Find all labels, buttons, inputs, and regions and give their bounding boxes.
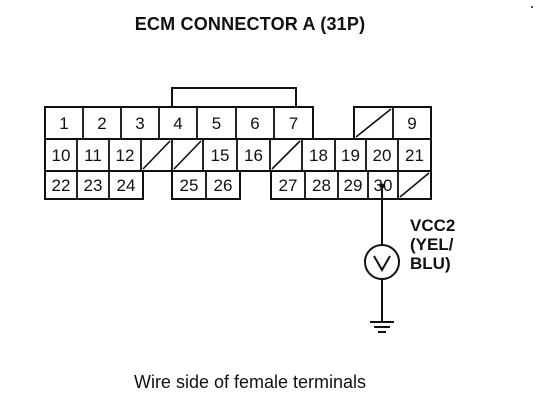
terminal-number: 11	[84, 146, 102, 165]
terminal-number: 2	[97, 114, 106, 133]
corner-mark	[531, 6, 533, 8]
terminal-number: 18	[309, 146, 328, 165]
diagram-title: ECM CONNECTOR A (31P)	[134, 14, 366, 34]
terminal-number: 28	[312, 176, 331, 195]
probe-label-line-2: (YEL/	[410, 235, 454, 254]
terminal-number: 20	[373, 146, 392, 165]
empty-terminal-slash	[173, 140, 202, 170]
terminal-number: 27	[279, 176, 298, 195]
terminal-number: 1	[59, 114, 68, 133]
terminal-number: 6	[250, 114, 259, 133]
voltmeter-v-glyph	[373, 255, 391, 273]
probe-wiring	[364, 186, 400, 333]
terminal-number: 9	[407, 114, 416, 133]
terminal-number: 16	[244, 146, 263, 165]
empty-terminal-slash	[399, 172, 430, 198]
terminal-number: 25	[180, 176, 199, 195]
terminal-number: 5	[212, 114, 221, 133]
empty-terminal-slash	[142, 140, 171, 170]
terminal-number: 24	[117, 176, 136, 195]
empty-terminal-slash	[271, 140, 301, 170]
probe-label: VCC2 (YEL/ BLU)	[410, 216, 455, 273]
terminal-number: 29	[344, 176, 363, 195]
terminal-cell	[397, 170, 432, 200]
empty-terminal-slash	[355, 108, 392, 138]
probe-label-line-3: BLU)	[410, 254, 451, 273]
terminal-number: 15	[211, 146, 230, 165]
diagram-caption: Wire side of female terminals	[133, 372, 367, 392]
terminal-number: 10	[52, 146, 71, 165]
terminal-number: 7	[289, 114, 298, 133]
connector-lock-tab	[171, 87, 297, 107]
probe-tip-dot	[379, 183, 385, 189]
terminal-cell	[205, 170, 241, 200]
terminal-number: 22	[52, 176, 71, 195]
voltmeter-circle	[364, 244, 400, 280]
probe-label-line-1: VCC2	[410, 216, 456, 235]
terminal-cell	[108, 170, 144, 200]
terminal-number: 19	[341, 146, 360, 165]
terminal-number: 12	[116, 146, 135, 165]
terminal-number: 23	[84, 176, 103, 195]
terminal-number: 21	[405, 146, 424, 165]
terminal-number: 3	[135, 114, 144, 133]
terminal-number: 26	[214, 176, 233, 195]
terminal-number: 4	[173, 114, 182, 133]
